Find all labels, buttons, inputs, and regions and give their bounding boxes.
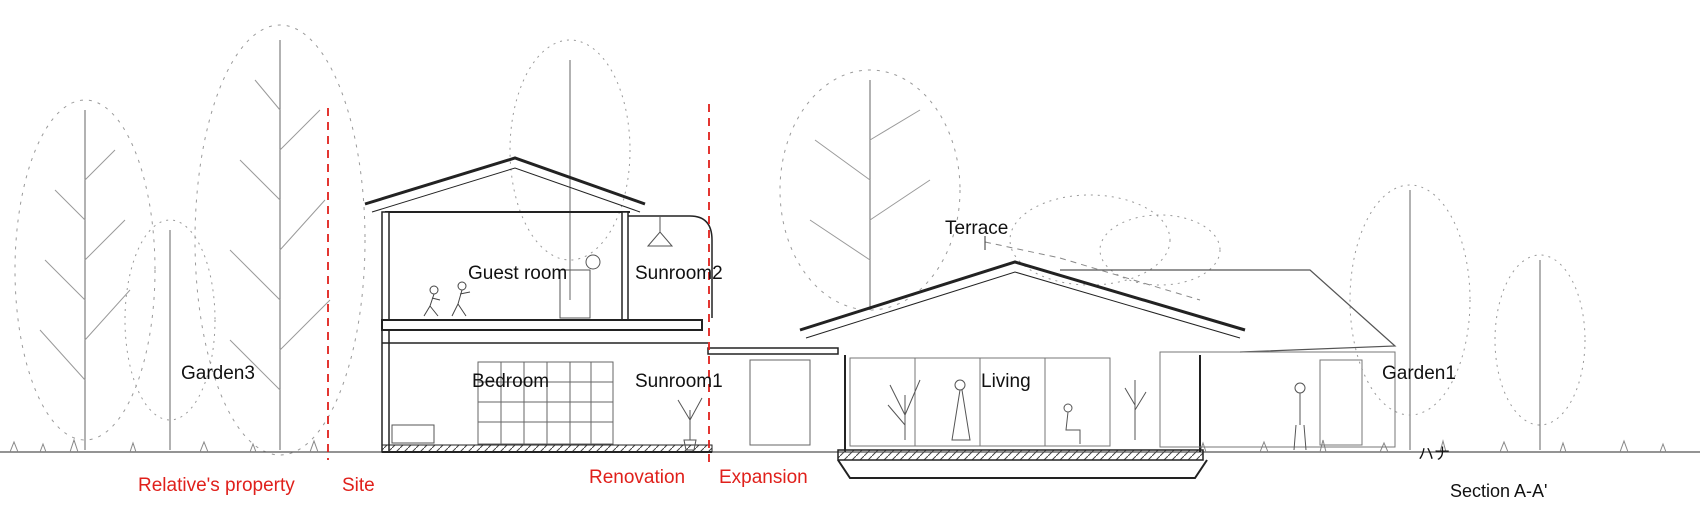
upper-floor-slab — [381, 319, 703, 331]
section-title: Section A-A' — [1450, 481, 1548, 501]
gable-roof — [364, 156, 646, 206]
ground-floor-slab — [381, 444, 713, 453]
label-expansion: Expansion — [719, 467, 808, 488]
label-bedroom: Bedroom — [472, 371, 550, 392]
label-living: Living — [981, 371, 1031, 392]
sign-text: ハナ — [1418, 444, 1451, 463]
label-sunroom1: Sunroom1 — [635, 371, 723, 392]
tree-right-2 — [1494, 254, 1586, 450]
living-plant-2 — [1124, 380, 1147, 440]
back-wall — [1159, 351, 1396, 448]
back-roof — [1060, 269, 1397, 353]
tree-center-right — [779, 69, 961, 311]
tree-right-1 — [1349, 184, 1471, 450]
living-glazing — [849, 357, 1111, 447]
garden-figure — [1293, 382, 1307, 451]
label-terrace: Terrace — [945, 218, 1009, 239]
label-garden1: Garden1 — [1382, 363, 1456, 384]
expansion-building — [707, 241, 1397, 479]
foundation — [837, 459, 1208, 479]
plant-sunroom1 — [677, 397, 703, 451]
living-floor — [837, 449, 1204, 461]
back-door — [1319, 359, 1363, 446]
main-roof — [799, 260, 1246, 332]
tree-left-2 — [194, 24, 366, 456]
guest-lamp — [585, 254, 601, 270]
tree-left-3 — [124, 219, 216, 450]
label-renovation: Renovation — [589, 467, 686, 488]
sunroom2-bay — [628, 215, 713, 318]
terrace-dashed-roof — [984, 241, 1201, 301]
guest-shelf — [559, 269, 591, 319]
living-plant — [887, 379, 921, 440]
bed — [391, 424, 435, 444]
tree-center-back — [509, 39, 631, 300]
right-wall — [621, 211, 629, 323]
label-site: Site — [342, 475, 375, 496]
label-relatives-property: Relative's property — [138, 475, 295, 496]
children-figures — [423, 281, 471, 317]
tree-terrace — [1009, 194, 1221, 286]
seated-figure — [1063, 403, 1081, 444]
link-glazing — [749, 359, 811, 446]
left-wall — [381, 211, 390, 453]
shoji-screen — [477, 361, 614, 445]
link-roof — [707, 347, 839, 355]
label-guest-room: Guest room — [468, 263, 568, 284]
tree-left-1 — [14, 99, 156, 450]
label-garden3: Garden3 — [181, 363, 255, 384]
standing-figure — [951, 379, 971, 441]
boundary-lines — [327, 104, 710, 465]
trees — [14, 24, 1586, 456]
renovation-building — [364, 156, 713, 453]
pendant-lamp — [646, 216, 674, 247]
label-sunroom2: Sunroom2 — [635, 263, 723, 284]
